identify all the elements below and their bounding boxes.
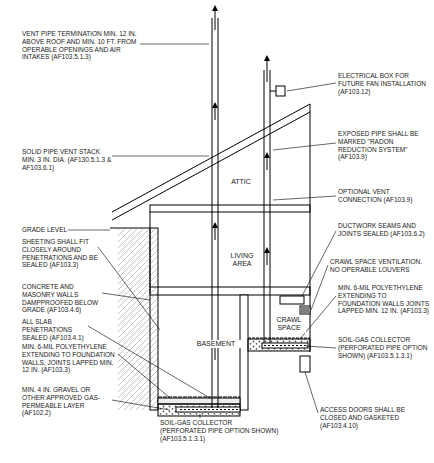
callout-note: CRAWL SPACE VENTILATION. NO OPERABLE LOU… xyxy=(330,258,430,274)
callout-note: EXPOSED PIPE SHALL BE MARKED "RADON REDU… xyxy=(338,130,430,161)
callout-note: ALL SLAB PENETRATIONS SEALED (AF103.4.1) xyxy=(22,318,88,341)
room-label: ATTIC xyxy=(225,178,257,186)
callout-note: SOIL-GAS COLLECTOR (PERFORATED PIPE OPTI… xyxy=(338,336,430,359)
callout-note: ELECTRICAL BOX FOR FUTURE FAN INSTALLATI… xyxy=(338,72,430,95)
callout-note: SHEETING SHALL FIT CLOSELY AROUND PENETR… xyxy=(22,238,98,269)
callout-note: MIN. 6-MIL POLYETHYLENE EXTENDING TO FOU… xyxy=(22,343,118,374)
callout-note: CONCRETE AND MASONRY WALLS DAMPPROOFED B… xyxy=(22,283,102,314)
callout-note: MIN. 4 IN. GRAVEL OR OTHER APPROVED GAS-… xyxy=(22,386,112,417)
callout-note: MIN. 6-MIL POLYETHYLENE EXTENDING TO FOU… xyxy=(338,284,430,315)
callout-note: GRADE LEVEL xyxy=(22,226,68,234)
room-label: BASEMENT xyxy=(186,340,246,348)
callout-note: OPTIONAL VENT CONNECTION (AF103.9) xyxy=(338,188,430,204)
callout-note: VENT PIPE TERMINATION MIN. 12 IN. ABOVE … xyxy=(22,30,140,61)
callout-note: ACCESS DOORS SHALL BE CLOSED AND GASKETE… xyxy=(320,406,430,429)
callout-note: DUCTWORK SEAMS AND JOINTS SEALED (AF103.… xyxy=(338,222,430,238)
callout-note: SOIL-GAS COLLECTOR (PERFORATED PIPE OPTI… xyxy=(160,419,280,442)
room-label: CRAWL SPACE xyxy=(272,316,306,333)
room-label: LIVING AREA xyxy=(221,252,263,269)
callout-note: SOLID PIPE VENT STACK MIN. 3 IN. DIA. (A… xyxy=(22,148,112,171)
